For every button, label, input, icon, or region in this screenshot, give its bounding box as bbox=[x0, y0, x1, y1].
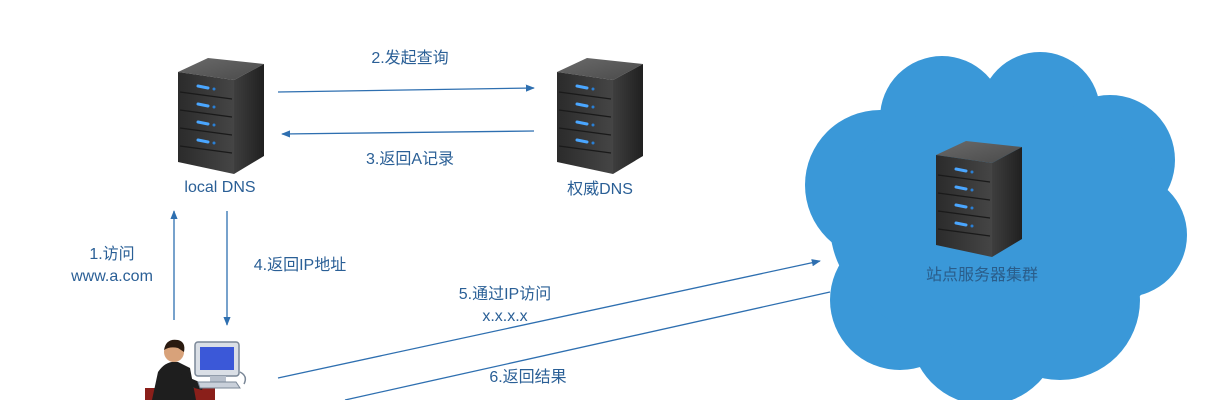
step-5-label-line1: 5.通过IP访问 bbox=[458, 286, 552, 303]
step-3-label: 3.返回A记录 bbox=[365, 151, 455, 168]
site-cluster-label: 站点服务器集群 bbox=[925, 267, 1038, 284]
step-4-label: 4.返回IP地址 bbox=[253, 257, 347, 274]
local-dns-server-icon bbox=[176, 56, 266, 176]
local-dns-label: local DNS bbox=[184, 179, 256, 196]
arrow-step-3 bbox=[281, 130, 535, 138]
step-1-label-line2: www.a.com bbox=[71, 268, 153, 285]
step-2-label: 2.发起查询 bbox=[371, 50, 449, 67]
cluster-server-icon bbox=[934, 139, 1024, 259]
step-1-label-line1: 1.访问 bbox=[89, 246, 135, 263]
user-at-computer-icon bbox=[145, 339, 247, 400]
arrow-step-2 bbox=[277, 84, 535, 93]
authoritative-dns-label: 权威DNS bbox=[567, 181, 633, 198]
arrow-step-5 bbox=[277, 259, 821, 379]
step-5-label-line2: x.x.x.x bbox=[482, 308, 528, 325]
authoritative-dns-server-icon bbox=[555, 56, 645, 176]
arrow-step-6 bbox=[344, 291, 831, 400]
step-6-label: 6.返回结果 bbox=[489, 369, 567, 386]
